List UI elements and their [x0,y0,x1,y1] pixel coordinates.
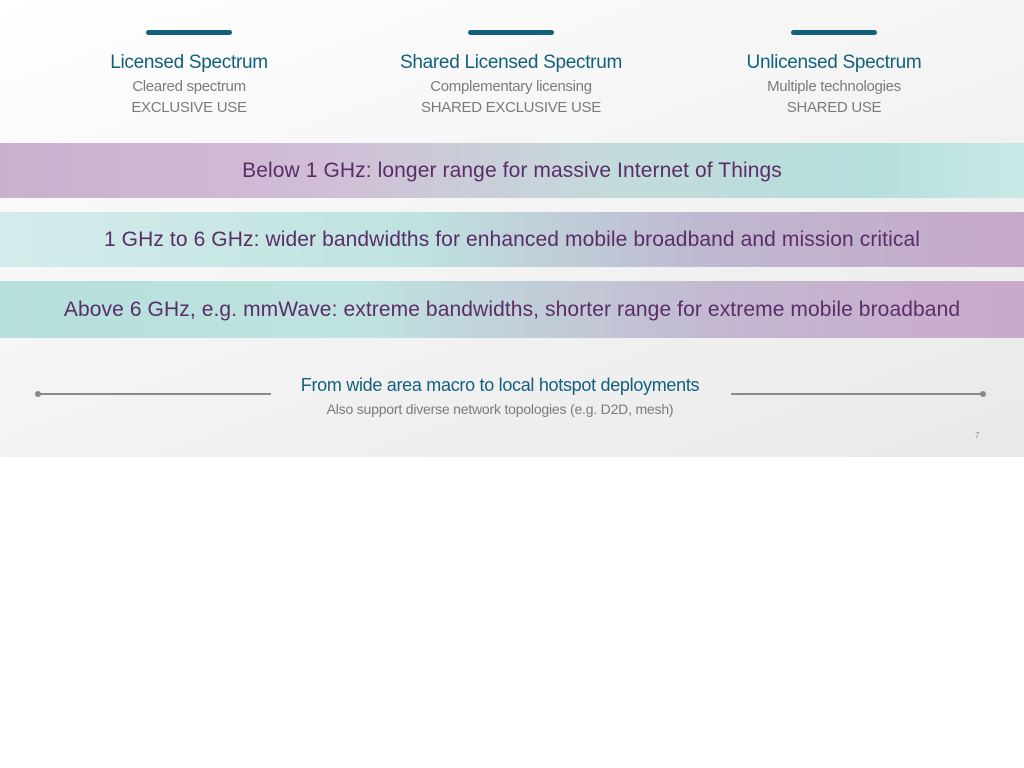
column-usage: SHARED USE [786,99,882,116]
band-label: 1 GHz to 6 GHz: wider bandwidths for enh… [103,227,921,251]
line-endpoint-right [980,391,986,397]
column-subtitle: Multiple technologies [767,78,901,95]
column-accent-bar [791,30,877,35]
column-title: Shared Licensed Spectrum [400,52,622,73]
footer-subtitle: Also support diverse network topologies … [326,401,674,417]
band-label: Above 6 GHz, e.g. mmWave: extreme bandwi… [63,297,961,321]
divider-line-right [731,393,983,395]
column-usage: SHARED EXCLUSIVE USE [421,99,601,116]
slide: Licensed Spectrum Cleared spectrum EXCLU… [0,0,1024,457]
band-label: Below 1 GHz: longer range for massive In… [242,158,782,182]
column-licensed-spectrum: Licensed Spectrum Cleared spectrum EXCLU… [39,30,339,118]
page-number: 7 [975,431,980,440]
column-shared-licensed-spectrum: Shared Licensed Spectrum Complementary l… [361,30,661,118]
column-usage: EXCLUSIVE USE [131,99,247,116]
column-accent-bar [146,30,232,35]
footer-title: From wide area macro to local hotspot de… [300,375,700,395]
column-title: Unlicensed Spectrum [746,52,922,73]
column-accent-bar [468,30,554,35]
band-below-1ghz: Below 1 GHz: longer range for massive In… [0,143,1024,198]
divider-line-left [38,393,271,395]
band-1-to-6ghz: 1 GHz to 6 GHz: wider bandwidths for enh… [0,212,1024,267]
column-subtitle: Cleared spectrum [132,78,246,95]
column-unlicensed-spectrum: Unlicensed Spectrum Multiple technologie… [684,30,984,118]
band-above-6ghz: Above 6 GHz, e.g. mmWave: extreme bandwi… [0,281,1024,338]
column-title: Licensed Spectrum [110,52,268,73]
column-subtitle: Complementary licensing [430,78,592,95]
